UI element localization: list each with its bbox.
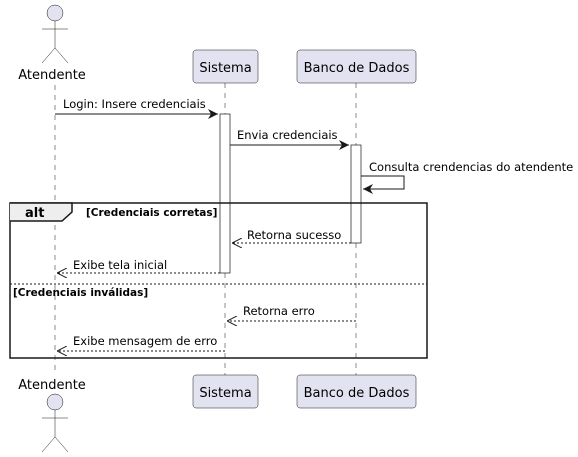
message-login-label: Login: Insere credenciais [63,97,206,111]
alt-guard-corretas: [Credenciais corretas] [86,207,217,219]
participant-sistema-bottom: Sistema [192,374,259,409]
actor-atendente-bottom-label: Atendente [18,378,86,393]
participant-banco-bottom-label: Banco de Dados [304,386,410,401]
message-exibe-erro-label: Exibe mensagem de erro [73,334,217,348]
participant-banco-top-label: Banco de Dados [304,61,410,76]
alt-fragment [9,202,428,359]
actor-atendente-bottom: Atendente [18,378,86,453]
message-retorna-sucesso-label: Retorna sucesso [247,228,341,242]
alt-fragment-tab [10,202,73,222]
message-consulta-arrow [361,175,405,194]
message-retorna-erro-label: Retorna erro [243,304,315,318]
actor-atendente-top-label: Atendente [18,68,86,83]
message-consulta-label: Consulta crendencias do atendente [369,160,573,174]
participant-sistema-bottom-label: Sistema [199,386,251,401]
activation-sistema [219,113,231,274]
actor-atendente-top: Atendente [18,4,86,83]
participant-sistema-top: Sistema [192,49,259,84]
participant-sistema-top-label: Sistema [199,61,251,76]
participant-banco-top: Banco de Dados [296,49,417,84]
alt-keyword: alt [25,206,44,221]
message-envia-label: Envia credenciais [237,128,338,142]
message-exibe-tela-label: Exibe tela inicial [73,258,167,272]
alt-guard-invalidas: [Credenciais inválidas] [13,287,148,299]
participant-banco-bottom: Banco de Dados [296,374,417,409]
activation-banco [350,144,362,244]
